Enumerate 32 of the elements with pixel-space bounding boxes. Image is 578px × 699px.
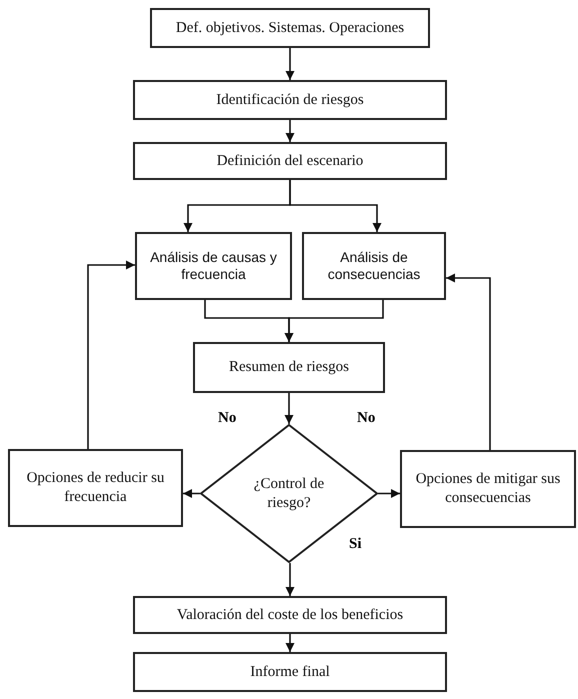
box-text: Opciones de reducir su frecuencia <box>26 469 166 507</box>
arrow <box>286 48 294 80</box>
process-box <box>133 142 447 180</box>
box-text: Análisis de consecuencias <box>326 248 422 284</box>
process-box <box>302 232 446 300</box>
box-text: Opciones de mitigar sus consecuencias <box>414 470 562 508</box>
box-text: Def. objetivos. Sistemas. Operaciones <box>174 18 406 38</box>
process-box <box>150 8 430 48</box>
process-box <box>8 449 183 527</box>
arrow <box>284 393 294 424</box>
process-box <box>193 342 385 393</box>
box-text: Resumen de riesgos <box>228 358 350 377</box>
process-box <box>133 80 447 120</box>
box-text: Análisis de causas y frecuencia <box>149 248 278 284</box>
arrow <box>286 120 294 142</box>
box-text: Identificación de riesgos <box>215 90 365 110</box>
arrow <box>183 489 200 498</box>
box-text: Informe final <box>249 662 331 682</box>
box-text: Valoración del coste de los beneficios <box>176 606 404 624</box>
process-box <box>400 450 576 528</box>
decision-text: ¿Control de riesgo? <box>252 474 326 512</box>
arrow <box>286 634 294 652</box>
arrow <box>284 300 384 342</box>
process-box <box>133 652 447 692</box>
arrow <box>286 563 294 596</box>
arrow <box>87 260 135 449</box>
arrow <box>378 489 400 498</box>
arrow <box>446 274 491 450</box>
arrow <box>289 180 382 232</box>
process-box <box>135 232 292 300</box>
box-text: Definición del escenario <box>216 152 364 170</box>
process-box <box>133 596 447 634</box>
